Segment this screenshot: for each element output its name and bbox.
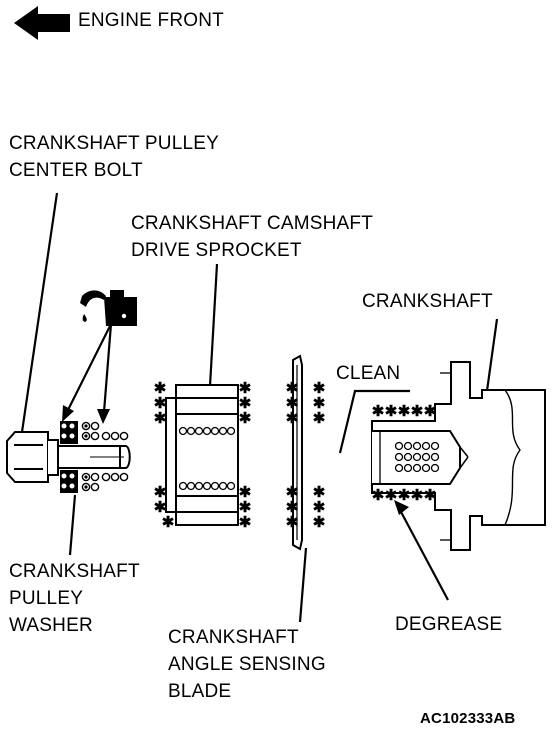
svg-text:✱: ✱	[154, 410, 167, 427]
drive-sprocket-line-2: DRIVE SPROCKET	[131, 240, 302, 261]
svg-text:✱: ✱	[239, 380, 252, 397]
clean-label: CLEAN	[336, 363, 401, 384]
svg-text:✱: ✱	[385, 487, 398, 504]
svg-text:✱: ✱	[162, 514, 175, 531]
angle-sensing-blade-line-1: CRANKSHAFT	[168, 627, 299, 648]
degrease-label: DEGREASE	[395, 614, 503, 635]
pulley-washer-label: CRANKSHAFT PULLEY WASHER	[9, 558, 140, 639]
svg-text:✱: ✱	[424, 487, 437, 504]
drive-sprocket-label: CRANKSHAFT CAMSHAFT DRIVE SPROCKET	[131, 210, 373, 264]
svg-text:✱: ✱	[239, 484, 252, 501]
oil-marks-sprocket	[178, 426, 236, 491]
svg-text:✱: ✱	[286, 395, 299, 412]
svg-text:✱: ✱	[398, 403, 411, 420]
left-arrow-icon	[14, 6, 70, 40]
svg-text:✱: ✱	[239, 514, 252, 531]
pulley-washer-line-2: PULLEY	[9, 588, 84, 609]
svg-text:✱: ✱	[313, 395, 326, 412]
drive-sprocket-line-1: CRANKSHAFT CAMSHAFT	[131, 213, 374, 234]
svg-text:✱: ✱	[154, 380, 167, 397]
svg-text:✱: ✱	[154, 484, 167, 501]
svg-text:✱: ✱	[286, 514, 299, 531]
svg-text:✱: ✱	[313, 410, 326, 427]
svg-text:✱: ✱	[154, 395, 167, 412]
engine-front-label: ENGINE FRONT	[78, 10, 224, 31]
pulley-center-bolt-line-1: CRANKSHAFT PULLEY	[9, 133, 219, 154]
svg-text:✱: ✱	[239, 410, 252, 427]
oil-marks-crankshaft	[394, 441, 440, 473]
svg-text:✱: ✱	[411, 487, 424, 504]
svg-text:✱: ✱	[313, 484, 326, 501]
oil-marks-bolt	[81, 421, 129, 492]
pulley-washer-line-1: CRANKSHAFT	[9, 561, 140, 582]
crankshaft-label: CRANKSHAFT	[362, 291, 493, 312]
svg-text:✱: ✱	[424, 403, 437, 420]
svg-text:✱: ✱	[372, 403, 385, 420]
oil-can-icon	[80, 290, 137, 326]
svg-text:✱: ✱	[411, 403, 424, 420]
angle-sensing-blade-line-3: BLADE	[168, 681, 232, 702]
figure-code: AC102333AB	[420, 710, 516, 727]
pulley-center-bolt	[6, 431, 131, 483]
degrease-marks: ✱✱✱ ✱✱✱ ✱✱✱ ✱✱✱ ✱✱✱ ✱✱✱ ✱✱✱ ✱✱✱ ✱✱✱ ✱✱ ✱…	[154, 380, 437, 531]
svg-text:✱: ✱	[385, 403, 398, 420]
svg-text:✱: ✱	[286, 499, 299, 516]
svg-text:✱: ✱	[239, 499, 252, 516]
svg-text:✱: ✱	[286, 484, 299, 501]
svg-text:✱: ✱	[398, 487, 411, 504]
angle-sensing-blade-label: CRANKSHAFT ANGLE SENSING BLADE	[168, 624, 326, 705]
svg-text:✱: ✱	[154, 499, 167, 516]
oil-marks-bolt-filled	[84, 424, 88, 489]
drive-sprocket	[165, 384, 239, 526]
angle-sensing-blade	[292, 354, 303, 551]
svg-text:✱: ✱	[372, 487, 385, 504]
pulley-washer-line-3: WASHER	[9, 615, 93, 636]
svg-text:✱: ✱	[313, 514, 326, 531]
leader-lines	[20, 192, 499, 623]
svg-text:✱: ✱	[286, 380, 299, 397]
pulley-center-bolt-line-2: CENTER BOLT	[9, 160, 143, 181]
svg-text:✱: ✱	[313, 380, 326, 397]
angle-sensing-blade-line-2: ANGLE SENSING	[168, 654, 326, 675]
pulley-center-bolt-label: CRANKSHAFT PULLEY CENTER BOLT	[9, 130, 219, 184]
svg-text:✱: ✱	[313, 499, 326, 516]
svg-text:✱: ✱	[286, 410, 299, 427]
pulley-washer	[60, 421, 78, 493]
svg-text:✱: ✱	[239, 395, 252, 412]
